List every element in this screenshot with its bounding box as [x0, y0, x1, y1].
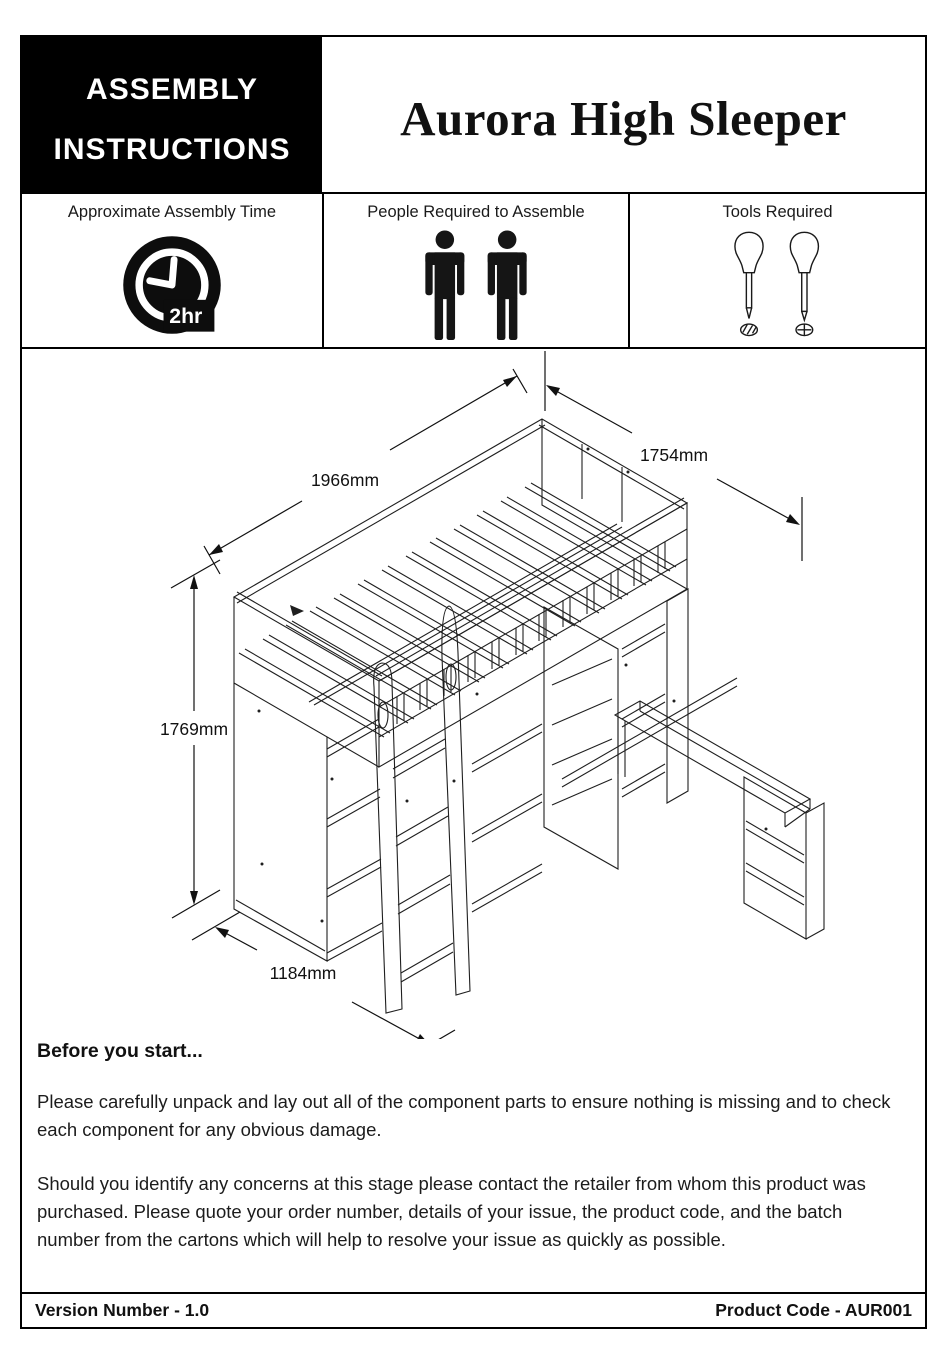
dimension-annotations	[170, 351, 803, 1039]
wardrobe-side-panel	[233, 597, 380, 962]
title-area: Aurora High Sleeper	[322, 37, 925, 192]
dimension-label-length: 1966mm	[311, 470, 379, 490]
dimension-length	[203, 368, 528, 575]
before-you-start-heading: Before you start...	[37, 1040, 203, 1062]
dimension-label-base-depth: 1184mm	[270, 963, 337, 983]
high-sleeper-drawing: 1966mm 1754mm 1769mm 1184mm	[160, 351, 825, 1039]
back-guard-panels	[581, 444, 623, 522]
dimension-base-depth	[191, 911, 456, 1039]
bed-right-end-panel	[541, 419, 688, 590]
person-icon	[487, 229, 527, 340]
ladder	[373, 605, 471, 1014]
screw-hole-dots	[257, 447, 768, 923]
assembly-diagram: 1966mm 1754mm 1769mm 1184mm	[22, 349, 925, 1039]
dimension-height	[170, 559, 221, 919]
dimension-overall-depth	[544, 351, 803, 561]
people-required-label: People Required to Assemble	[367, 203, 585, 221]
back-rail	[561, 677, 738, 788]
desk-pedestal-shelf	[743, 776, 825, 940]
assembly-instructions-badge: ASSEMBLY INSTRUCTIONS	[22, 37, 322, 192]
before-you-start-section: Before you start... Please carefully unp…	[37, 1040, 908, 1280]
phillips-screwdriver-icon	[789, 231, 819, 336]
flathead-screw-icon	[739, 322, 758, 336]
two-person-icon	[425, 229, 527, 340]
instruction-sheet: ASSEMBLY INSTRUCTIONS Aurora High Sleepe…	[20, 35, 927, 1329]
assembly-time-label: Approximate Assembly Time	[67, 203, 277, 221]
right-side-panel	[666, 588, 689, 804]
flathead-screwdriver-icon	[733, 231, 764, 336]
concerns-paragraph: Should you identify any concerns at this…	[37, 1173, 866, 1250]
info-table: Approximate Assembly Time 2hr People Req…	[22, 192, 925, 349]
shelf-column-left	[326, 718, 383, 962]
badge-line2: INSTRUCTIONS	[53, 132, 291, 166]
badge-line1: ASSEMBLY	[86, 72, 258, 106]
screwdrivers-icon	[733, 231, 819, 336]
assembly-time-cell: Approximate Assembly Time 2hr	[22, 194, 324, 347]
desk	[613, 700, 812, 828]
shelf-column-middle	[471, 723, 543, 913]
phillips-screw-icon	[794, 322, 813, 336]
product-code: Product Code - AUR001	[715, 1300, 912, 1320]
clock-2hr-icon: 2hr	[123, 235, 221, 334]
bed-slats	[238, 482, 677, 738]
person-icon	[425, 229, 465, 340]
dimension-label-overall-depth: 1754mm	[640, 445, 708, 465]
shelf-column-right	[621, 623, 666, 798]
dimension-label-height: 1769mm	[160, 719, 228, 739]
tools-required-cell: Tools Required	[630, 194, 925, 347]
hatched-door-panel	[543, 606, 619, 870]
clock-2hr-text: 2hr	[169, 305, 202, 328]
sheet-footer: Version Number - 1.0 Product Code - AUR0…	[22, 1292, 925, 1327]
page-title: Aurora High Sleeper	[400, 91, 847, 146]
version-number: Version Number - 1.0	[35, 1300, 210, 1320]
tools-required-label: Tools Required	[722, 203, 833, 221]
unpack-paragraph: Please carefully unpack and lay out all …	[37, 1091, 891, 1140]
people-required-cell: People Required to Assemble	[324, 194, 630, 347]
